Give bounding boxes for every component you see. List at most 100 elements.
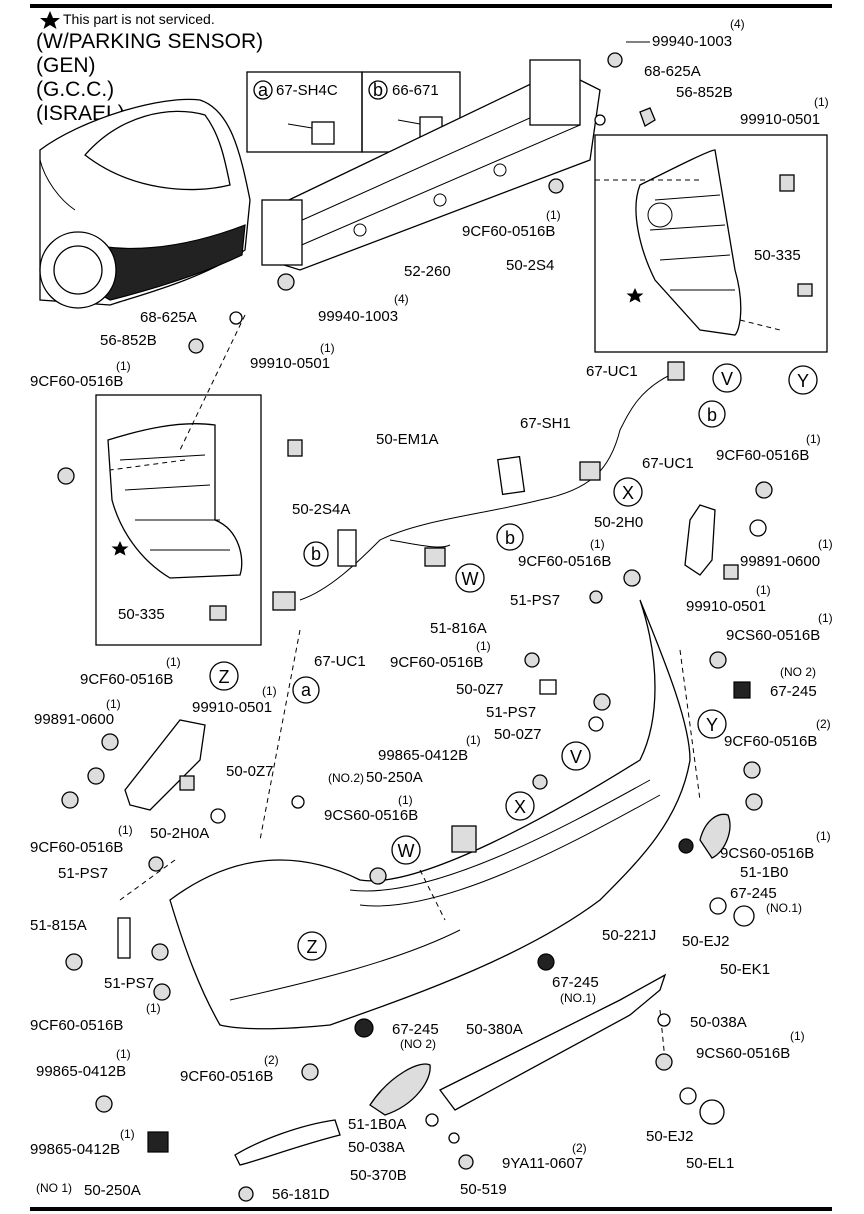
- bracket-50-2H0: [684, 504, 716, 576]
- label-99940-1003: 99940-1003: [652, 33, 732, 50]
- svg-text:(1): (1): [320, 341, 335, 355]
- label-52-260: 52-260: [404, 263, 451, 280]
- connector-X: X: [622, 483, 634, 503]
- label-9CF60-0516B: 9CF60-0516B: [390, 654, 483, 671]
- label-67-245: 67-245: [392, 1021, 439, 1038]
- svg-text:(1): (1): [106, 697, 121, 711]
- svg-text:(1): (1): [546, 208, 561, 222]
- label-50-038A: 50-038A: [348, 1139, 405, 1156]
- label-9CS60-0516B: 9CS60-0516B: [720, 845, 814, 862]
- svg-text:(1): (1): [262, 684, 277, 698]
- label-67-UC1: 67-UC1: [642, 455, 694, 472]
- label-50-038A: 50-038A: [690, 1014, 747, 1031]
- svg-text:(NO 2): (NO 2): [400, 1037, 436, 1051]
- svg-text:(1): (1): [806, 432, 821, 446]
- svg-text:(1): (1): [118, 823, 133, 837]
- label-50-2H0: 50-2H0: [594, 514, 643, 531]
- label-99910-0501: 99910-0501: [686, 598, 766, 615]
- connector-Y: Y: [706, 715, 718, 735]
- bracket-box-right: [594, 134, 828, 353]
- reflector-51-1B0A: [369, 1063, 431, 1116]
- label-50-221J: 50-221J: [602, 927, 656, 944]
- label-9CF60-0516B: 9CF60-0516B: [724, 733, 817, 750]
- svg-text:(4): (4): [394, 292, 409, 306]
- label-50-EJ2: 50-EJ2: [646, 1128, 694, 1145]
- diffuser-50-380A: [439, 973, 667, 1111]
- label-68-625A: 68-625A: [140, 309, 197, 326]
- star-icon: [40, 11, 60, 29]
- label-99910-0501: 99910-0501: [192, 699, 272, 716]
- star-icon: [111, 541, 129, 556]
- label-50-EM1A: 50-EM1A: [376, 431, 439, 448]
- top-rule: [30, 4, 832, 8]
- svg-text:(1): (1): [818, 611, 833, 625]
- label-50-EK1: 50-EK1: [720, 961, 770, 978]
- svg-text:(1): (1): [146, 1001, 161, 1015]
- label-50-250A: 50-250A: [84, 1182, 141, 1199]
- legend-code-b: 66-671: [392, 82, 439, 99]
- connector-Z: Z: [307, 937, 318, 957]
- svg-text:(1): (1): [818, 537, 833, 551]
- label-51-PS7: 51-PS7: [486, 704, 536, 721]
- label-50-2S4A: 50-2S4A: [292, 501, 350, 518]
- bracket-50-2H0A: [124, 719, 206, 811]
- legend-key-b: b: [373, 80, 383, 100]
- svg-text:(1): (1): [466, 733, 481, 747]
- label-50-380A: 50-380A: [466, 1021, 523, 1038]
- legend-key-a: a: [258, 80, 269, 100]
- label-9CF60-0516B: 9CF60-0516B: [30, 373, 123, 390]
- connector-W: W: [462, 569, 479, 589]
- svg-text:(1): (1): [398, 793, 413, 807]
- label-50-EL1: 50-EL1: [686, 1155, 734, 1172]
- svg-text:(NO.2): (NO.2): [328, 771, 364, 785]
- label-51-816A: 51-816A: [430, 620, 487, 637]
- label-56-852B: 56-852B: [676, 84, 733, 101]
- svg-text:(1): (1): [116, 359, 131, 373]
- label-67-SH1: 67-SH1: [520, 415, 571, 432]
- label-67-245: 67-245: [730, 885, 777, 902]
- legend: a 67-SH4C b 66-671: [246, 71, 461, 153]
- svg-text:(NO.1): (NO.1): [766, 901, 802, 915]
- connector-W: W: [398, 841, 415, 861]
- svg-text:(NO 1): (NO 1): [36, 1181, 72, 1195]
- bracket-box-left: [95, 394, 262, 646]
- svg-text:(1): (1): [120, 1127, 135, 1141]
- label-50-519: 50-519: [460, 1181, 507, 1198]
- fasteners: [57, 52, 813, 1202]
- label-9CF60-0516B: 9CF60-0516B: [716, 447, 809, 464]
- connector-b: b: [505, 528, 515, 548]
- part-labels: (4) 99940-1003 68-625A 56-852B (1) 99910…: [30, 17, 833, 1203]
- connector-X: X: [514, 797, 526, 817]
- svg-text:(1): (1): [756, 583, 771, 597]
- label-51-PS7: 51-PS7: [510, 592, 560, 609]
- svg-text:(1): (1): [814, 95, 829, 109]
- label-9CS60-0516B: 9CS60-0516B: [696, 1045, 790, 1062]
- connector-Z: Z: [219, 667, 230, 687]
- label-50-2S4: 50-2S4: [506, 257, 554, 274]
- label-50-0Z7: 50-0Z7: [226, 763, 274, 780]
- header-line-1: (W/PARKING SENSOR): [36, 30, 263, 53]
- connector-Y: Y: [797, 371, 809, 391]
- label-56-181D: 56-181D: [272, 1186, 330, 1203]
- label-50-370B: 50-370B: [350, 1167, 407, 1184]
- label-50-335: 50-335: [118, 606, 165, 623]
- legend-code-a: 67-SH4C: [276, 82, 338, 99]
- label-9CS60-0516B: 9CS60-0516B: [324, 807, 418, 824]
- label-50-335: 50-335: [754, 247, 801, 264]
- star-icon: [626, 288, 644, 303]
- svg-text:(1): (1): [166, 655, 181, 669]
- connector-marks: V Y b X b b W Z a Y V X W Z: [209, 363, 818, 961]
- label-99940-1003: 99940-1003: [318, 308, 398, 325]
- header: This part is not serviced. (W/PARKING SE…: [36, 11, 263, 125]
- rear-bumper: [169, 599, 691, 1030]
- label-67-245: 67-245: [552, 974, 599, 991]
- label-9CF60-0516B: 9CF60-0516B: [180, 1068, 273, 1085]
- label-50-0Z7: 50-0Z7: [494, 726, 542, 743]
- side-bracket-left: [107, 423, 243, 579]
- label-99891-0600: 99891-0600: [740, 553, 820, 570]
- label-67-UC1: 67-UC1: [314, 653, 366, 670]
- side-bracket-right: [635, 149, 742, 336]
- connector-a: a: [301, 680, 312, 700]
- svg-text:(1): (1): [590, 537, 605, 551]
